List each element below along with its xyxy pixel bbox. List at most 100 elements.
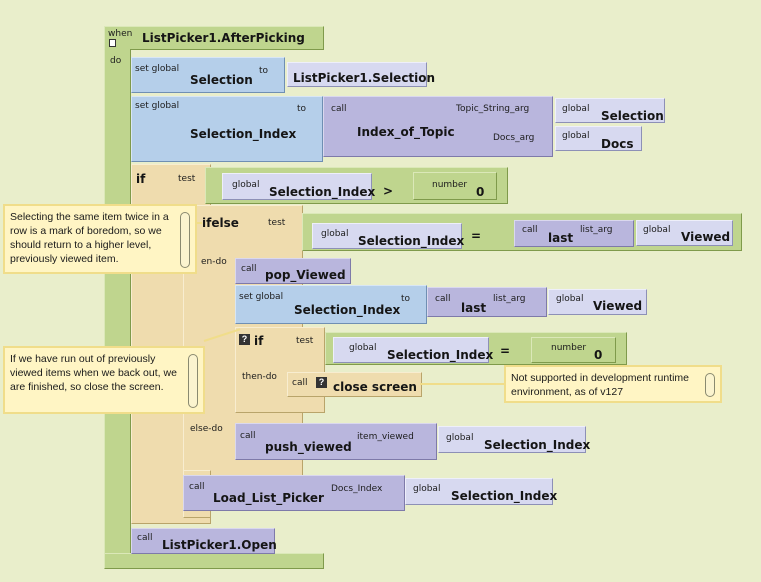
comment-text: Not supported in development runtime env… [511, 372, 690, 398]
when-label: when [108, 29, 133, 39]
procedure-name: Load_List_Picker [213, 491, 324, 505]
event-block-body-rail [104, 49, 131, 569]
number-label: number [432, 180, 468, 190]
number-block[interactable] [413, 172, 497, 200]
procedure-name: close screen [333, 380, 417, 394]
comment-scrollbar[interactable] [188, 354, 198, 408]
global-viewed-getter[interactable] [548, 289, 647, 315]
global-selection-index-getter[interactable] [438, 426, 586, 453]
collapse-toggle-icon[interactable] [109, 39, 116, 47]
global-label: global [643, 225, 671, 235]
set-global-label: set global [239, 292, 284, 302]
to-label: to [401, 294, 411, 304]
getter-value: Selection_Index [387, 348, 494, 362]
global-label: global [413, 484, 441, 494]
global-label: global [232, 180, 260, 190]
procedure-name: Index_of_Topic [357, 125, 455, 139]
listpicker-selection-getter[interactable] [287, 62, 427, 87]
call-label: call [137, 533, 153, 543]
warning-question-icon[interactable]: ? [239, 334, 250, 345]
getter-value: Viewed [593, 299, 643, 313]
comment-out-of-items[interactable]: If we have run out of previously viewed … [3, 346, 205, 414]
procedure-name: pop_Viewed [265, 268, 346, 282]
getter-value: Docs [601, 137, 634, 151]
comment-text: If we have run out of previously viewed … [10, 353, 177, 393]
global-docs-getter[interactable] [555, 126, 642, 151]
comment-scrollbar[interactable] [705, 373, 715, 397]
getter-value: Selection_Index [484, 438, 591, 452]
call-label: call [331, 104, 347, 114]
call-listpicker-open-block[interactable] [131, 528, 275, 554]
set-global-selection-index-block[interactable] [235, 285, 427, 324]
procedure-name: last [548, 231, 574, 245]
call-index-of-topic-block[interactable] [323, 96, 553, 157]
comment-not-supported[interactable]: Not supported in development runtime env… [504, 365, 722, 403]
variable-name: Selection [190, 73, 253, 87]
call-load-list-picker-block[interactable] [183, 475, 405, 511]
call-last-block[interactable] [427, 287, 547, 317]
comment-scrollbar[interactable] [180, 212, 190, 268]
getter-value: Selection_Index [451, 489, 558, 503]
set-global-selection-block[interactable] [131, 57, 285, 93]
variable-name: Selection_Index [190, 127, 297, 141]
set-global-label: set global [135, 64, 180, 74]
event-block-footer [104, 553, 324, 569]
getter-value: Selection [601, 109, 664, 123]
global-viewed-getter[interactable] [636, 220, 733, 246]
call-last-block[interactable] [514, 220, 634, 247]
warning-question-icon[interactable]: ? [316, 377, 327, 388]
do-label: do [110, 56, 122, 66]
test-label: test [268, 218, 286, 228]
to-label: to [259, 66, 269, 76]
test-label: test [178, 174, 196, 184]
getter-value: ListPicker1.Selection [293, 71, 436, 85]
call-label: call [435, 294, 451, 304]
event-block-afterpicking[interactable] [104, 26, 324, 50]
global-label: global [562, 104, 590, 114]
then-do-label: en-do [201, 257, 227, 267]
call-label: call [522, 225, 538, 235]
compare-operator: > [383, 184, 394, 198]
global-label: global [556, 294, 584, 304]
inner-if-block[interactable] [235, 327, 325, 413]
number-value: 0 [594, 348, 603, 362]
test-label: test [296, 336, 314, 346]
global-selection-index-getter[interactable] [222, 173, 372, 200]
call-label: call [240, 431, 256, 441]
if-label: if [254, 334, 264, 348]
number-label: number [551, 343, 587, 353]
arg-docs-index-label: Docs_Index [331, 484, 383, 494]
call-pop-viewed-block[interactable] [235, 258, 351, 284]
number-block[interactable] [531, 337, 616, 363]
getter-value: Selection_Index [269, 185, 376, 199]
call-close-screen-block[interactable] [287, 372, 422, 397]
then-do-label: then-do [242, 372, 277, 382]
if-label: if [136, 172, 146, 186]
compare-operator: = [471, 229, 482, 243]
global-label: global [321, 229, 349, 239]
procedure-name: last [461, 301, 487, 315]
arg-topic-string-label: Topic_String_arg [456, 104, 530, 114]
set-global-selection-index-block[interactable] [131, 96, 323, 162]
arg-list-label: list_arg [493, 294, 526, 304]
global-label: global [446, 433, 474, 443]
call-push-viewed-block[interactable] [235, 423, 437, 460]
global-label: global [349, 343, 377, 353]
global-selection-index-getter[interactable] [312, 223, 462, 249]
global-selection-index-getter[interactable] [405, 478, 553, 505]
procedure-name: ListPicker1.Open [162, 538, 277, 552]
comment-text: Selecting the same item twice in a row i… [10, 211, 169, 265]
getter-value: Viewed [681, 230, 731, 244]
call-label: call [241, 264, 257, 274]
arg-list-label: list_arg [580, 225, 613, 235]
global-selection-index-getter[interactable] [333, 337, 489, 363]
getter-value: Selection_Index [358, 234, 465, 248]
variable-name: Selection_Index [294, 303, 401, 317]
arg-docs-label: Docs_arg [493, 133, 535, 143]
comment-boredom[interactable]: Selecting the same item twice in a row i… [3, 204, 197, 274]
set-global-label: set global [135, 101, 180, 111]
else-do-label: else-do [190, 424, 223, 434]
compare-operator: = [500, 344, 511, 358]
arg-item-viewed-label: item_viewed [357, 432, 414, 442]
global-selection-getter[interactable] [555, 98, 665, 123]
